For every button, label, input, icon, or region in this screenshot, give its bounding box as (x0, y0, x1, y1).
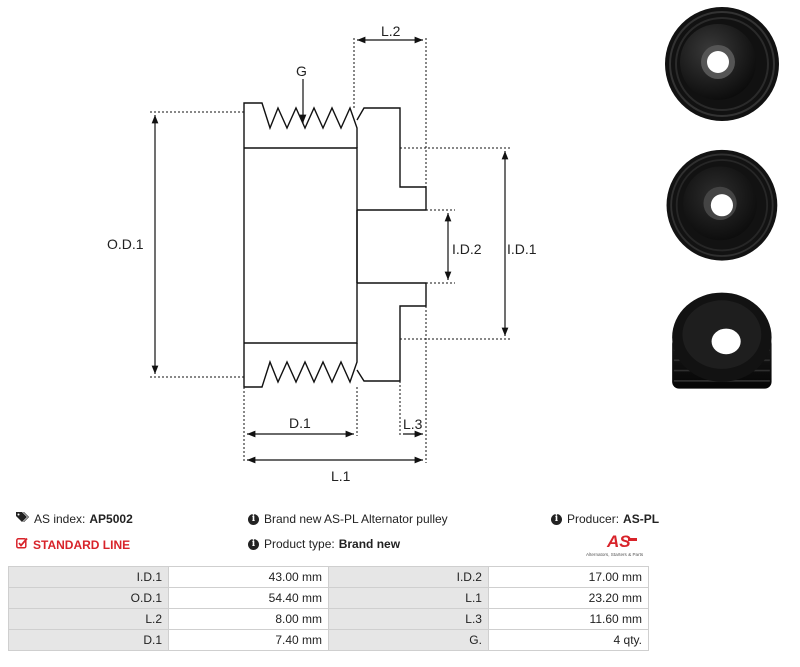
label-l3: L.3 (403, 416, 423, 432)
label-l1: L.1 (331, 468, 351, 484)
spec-value: 43.00 mm (168, 566, 330, 588)
description: i Brand new AS-PL Alternator pulley (248, 512, 448, 526)
spec-value: 54.40 mm (168, 587, 330, 609)
label-id1: I.D.1 (507, 241, 537, 257)
as-index: AS index: AP5002 (16, 512, 133, 526)
tags-icon (16, 512, 29, 526)
logo-text: AS (606, 532, 631, 551)
product-type-label: Product type: (264, 537, 335, 551)
as-pl-logo: AS Alternators, Starters & Parts (586, 532, 644, 557)
label-d1: D.1 (289, 415, 311, 431)
product-type-value: Brand new (338, 537, 401, 551)
product-info: AS index: AP5002 STANDARD LINE i Brand n… (0, 505, 800, 565)
spec-key: L.3 (328, 608, 489, 630)
logo-tagline: Alternators, Starters & Parts (586, 552, 644, 557)
label-g: G (296, 63, 307, 79)
pulley-outline (243, 147, 358, 344)
table-row: I.D.1 43.00 mm I.D.2 17.00 mm (7, 566, 650, 588)
label-od1: O.D.1 (107, 236, 144, 252)
producer-label: Producer: (567, 512, 620, 526)
producer: i Producer: AS-PL (551, 512, 659, 526)
top-grooves (243, 102, 358, 148)
technical-drawing: G L.2 O.D.1 I.D.2 I.D.1 D.1 L.3 L.1 (107, 23, 537, 484)
spec-key: L.2 (7, 608, 170, 630)
info-icon: i (248, 513, 259, 525)
spec-key: O.D.1 (7, 587, 170, 609)
spec-key: I.D.2 (328, 566, 489, 588)
info-icon: i (248, 538, 259, 550)
spec-key: L.1 (328, 587, 489, 609)
table-row: L.2 8.00 mm L.3 11.60 mm (7, 608, 650, 630)
standard-line: STANDARD LINE (16, 537, 130, 552)
checkbox-checked-icon (16, 537, 28, 552)
spec-value: 17.00 mm (487, 566, 650, 588)
table-row: D.1 7.40 mm G. 4 qty. (7, 629, 650, 651)
spec-value: 8.00 mm (168, 608, 330, 630)
hub-outline (356, 107, 427, 382)
pulley-photo-front (665, 7, 779, 121)
pulley-photo-side (672, 292, 772, 389)
spec-value: 11.60 mm (487, 608, 650, 630)
label-id2: I.D.2 (452, 241, 482, 257)
as-index-value: AP5002 (89, 512, 133, 526)
bottom-grooves (243, 343, 358, 388)
spec-key: I.D.1 (7, 566, 170, 588)
table-row: O.D.1 54.40 mm L.1 23.20 mm (7, 587, 650, 609)
product-type: i Product type: Brand new (248, 537, 400, 551)
standard-line-label: STANDARD LINE (33, 537, 131, 552)
spec-key: D.1 (7, 629, 170, 651)
spec-key: G. (328, 629, 489, 651)
pulley-photo-angled (666, 149, 778, 261)
label-l2: L.2 (381, 23, 401, 39)
spec-value: 23.20 mm (487, 587, 650, 609)
specs-table: I.D.1 43.00 mm I.D.2 17.00 mm O.D.1 54.4… (7, 566, 650, 651)
description-text: Brand new AS-PL Alternator pulley (264, 512, 448, 526)
info-icon: i (551, 513, 562, 525)
spec-value: 4 qty. (487, 629, 650, 651)
spec-value: 7.40 mm (168, 629, 330, 651)
producer-value: AS-PL (623, 512, 660, 526)
as-index-label: AS index: (34, 512, 86, 526)
